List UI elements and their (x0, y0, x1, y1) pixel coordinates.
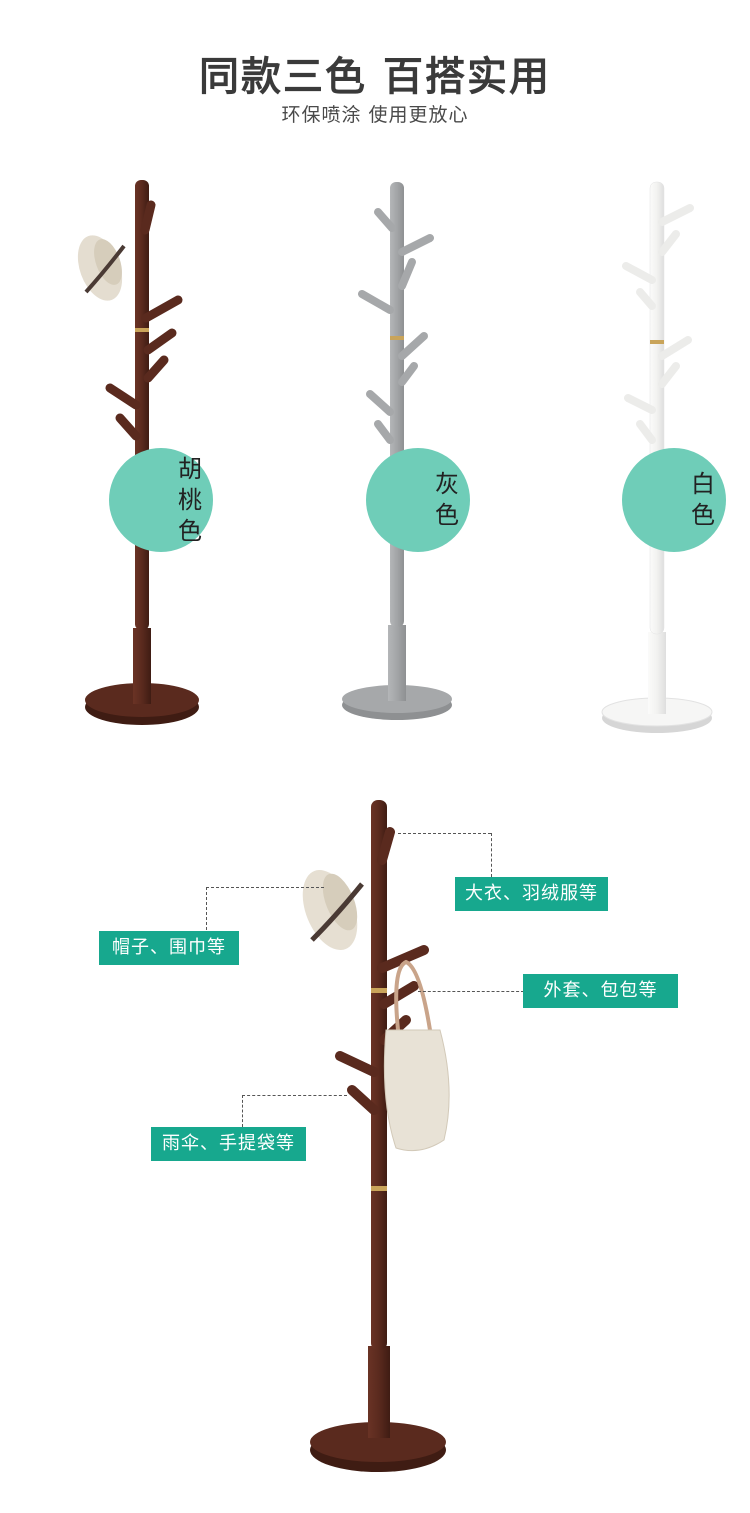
hat-leader-h (206, 887, 324, 888)
coat-leader-v (491, 833, 492, 877)
badge-char: 色 (691, 501, 715, 529)
badge-char: 色 (178, 516, 202, 545)
badge-char: 胡 (178, 454, 202, 483)
hat-leader-v (206, 887, 207, 930)
page-title: 同款三色 百搭实用 (199, 54, 551, 100)
umbrella-leader-h (242, 1095, 347, 1096)
callout-hat: 帽子、围巾等 (99, 931, 239, 965)
callout-bag: 外套、包包等 (523, 974, 678, 1008)
bag-leader-h (418, 991, 524, 992)
usage-stand-body (302, 800, 450, 1472)
badge-char: 色 (435, 501, 459, 529)
callout-umbrella: 雨伞、手提袋等 (151, 1127, 306, 1161)
tote-bag-icon (383, 959, 450, 1152)
badge-gray: 灰 色 (366, 448, 470, 552)
coat-leader-h (398, 833, 491, 834)
hat-icon (302, 870, 364, 950)
callout-coat: 大衣、羽绒服等 (455, 877, 608, 911)
page-subtitle: 环保喷涂 使用更放心 (281, 104, 469, 126)
badge-char: 灰 (435, 470, 459, 498)
umbrella-leader-v (242, 1095, 243, 1127)
hat-icon (77, 235, 126, 301)
badge-walnut: 胡 桃 色 (109, 448, 213, 552)
badge-white: 白 色 (622, 448, 726, 552)
badge-char: 桃 (178, 485, 202, 514)
badge-char: 白 (691, 470, 715, 498)
